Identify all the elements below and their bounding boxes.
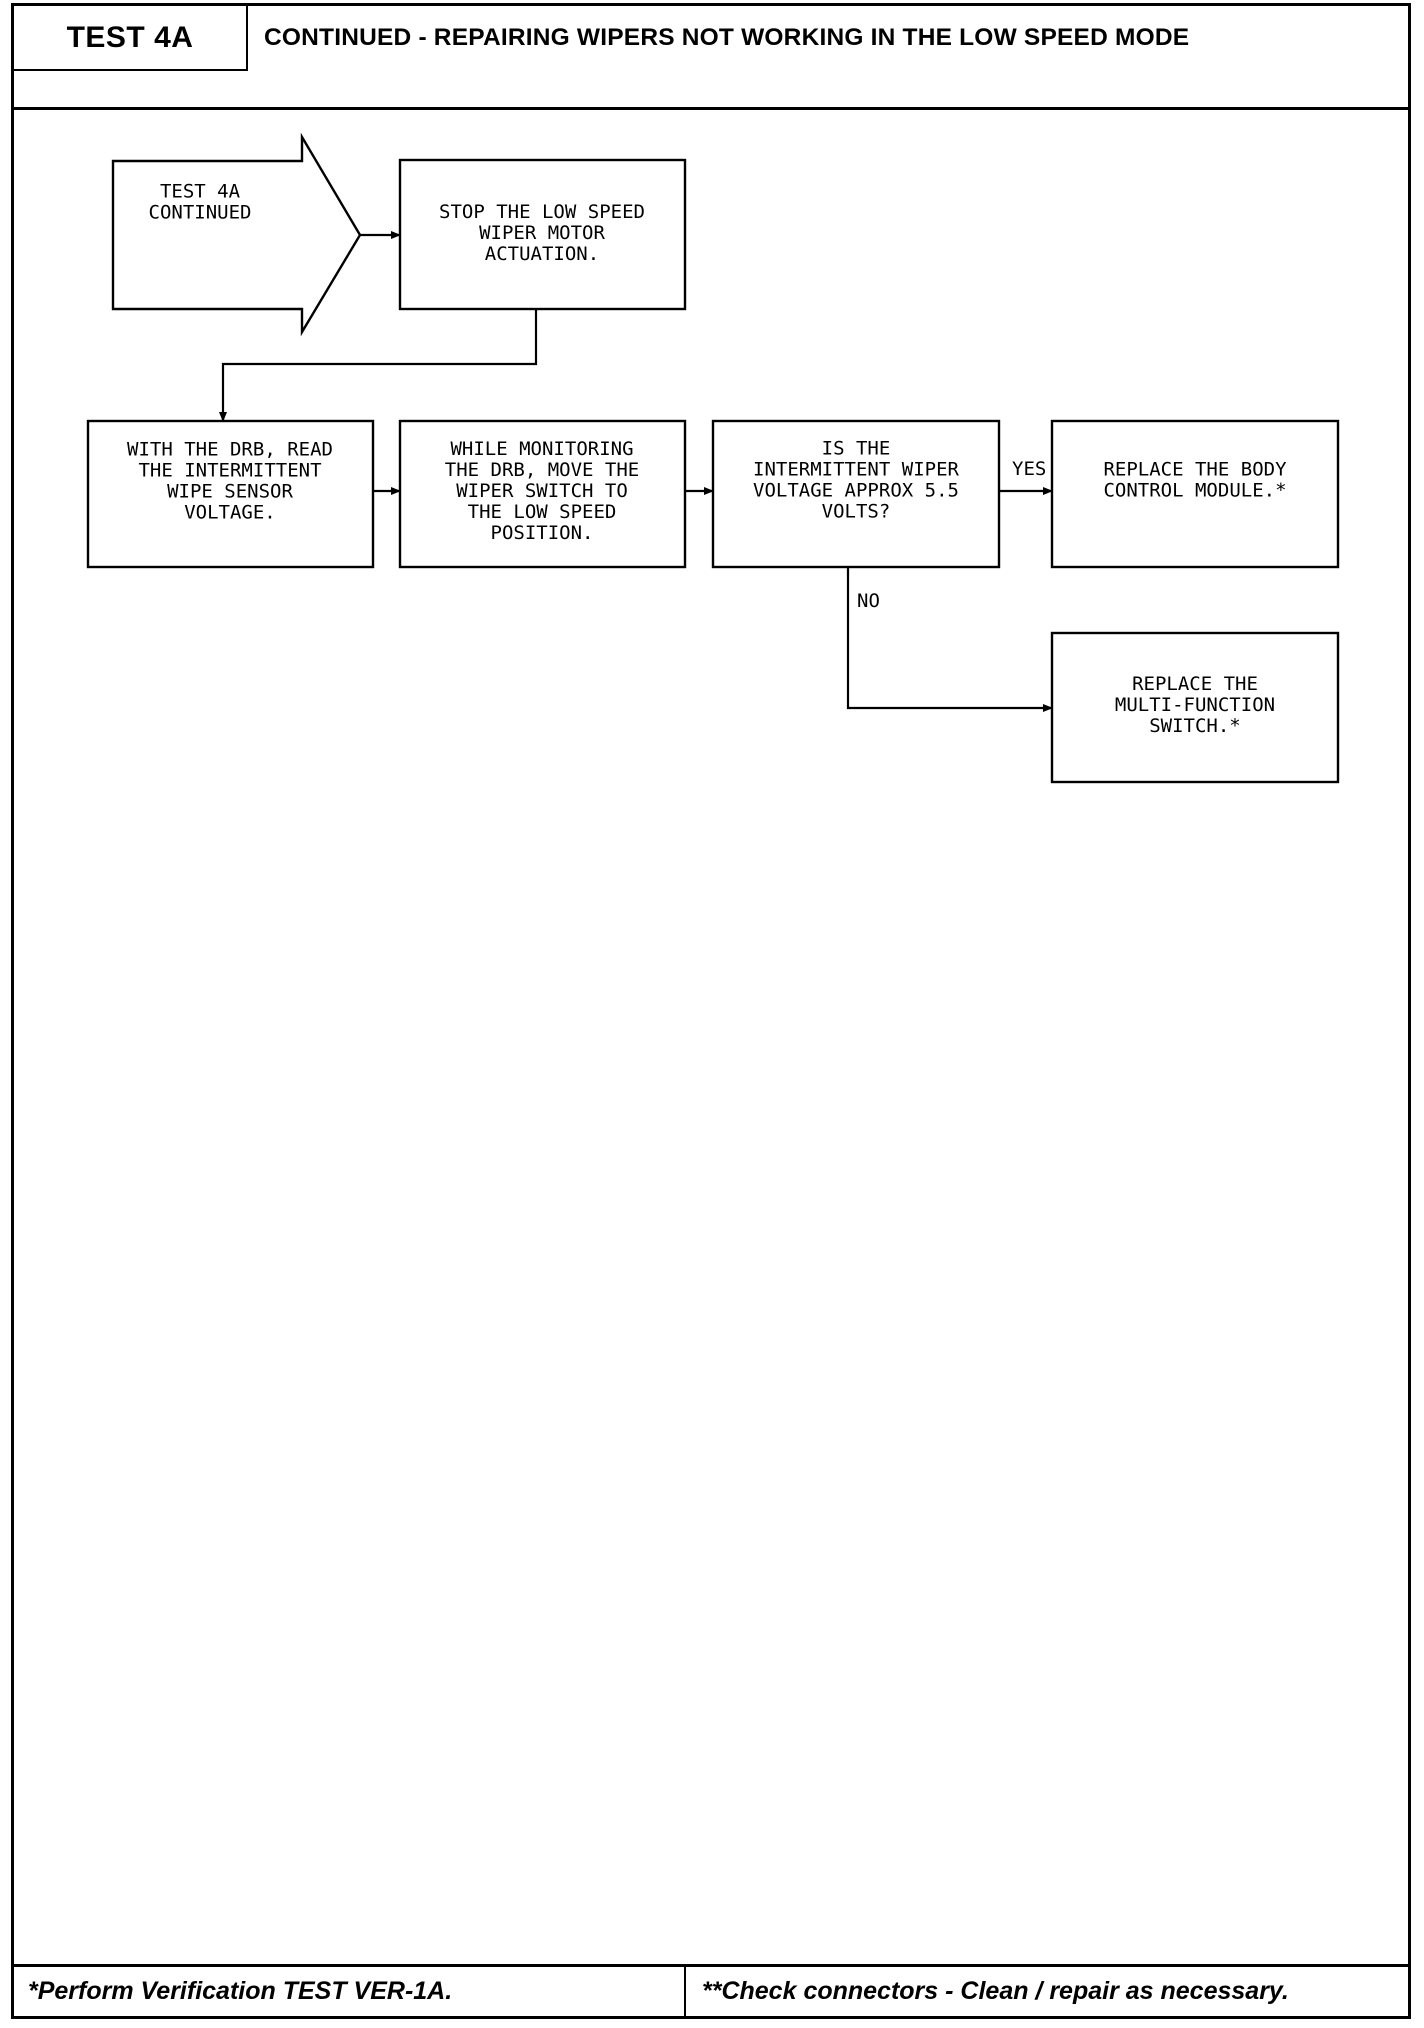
text-line: VOLTS? xyxy=(822,501,891,523)
step-read-box xyxy=(86,419,375,569)
test-label: TEST 4A xyxy=(14,6,248,71)
connector-no-to-mfs xyxy=(846,567,1053,712)
text-line: INTERMITTENT WIPER xyxy=(753,459,959,481)
text-line: SWITCH.* xyxy=(1149,715,1241,737)
text-line: REPLACE THE xyxy=(1132,673,1258,695)
branch-yes-label: YES xyxy=(1012,458,1046,480)
footer-divider xyxy=(684,1967,686,2016)
text-line: VOLTAGE APPROX 5.5 xyxy=(753,480,959,502)
text-line: MULTI-FUNCTION xyxy=(1115,694,1275,716)
text-line: CONTINUED xyxy=(149,202,252,224)
footer: *Perform Verification TEST VER-1A. **Che… xyxy=(14,1964,1408,2016)
text-line: CONTROL MODULE.* xyxy=(1103,480,1286,502)
text-line: REPLACE THE BODY xyxy=(1103,459,1287,481)
footer-verification-note: *Perform Verification TEST VER-1A. xyxy=(28,1977,453,2005)
header: TEST 4A CONTINUED - REPAIRING WIPERS NOT… xyxy=(14,6,1408,110)
text-line: IS THE xyxy=(822,438,891,460)
step-monitor-box xyxy=(398,419,687,569)
page-title: CONTINUED - REPAIRING WIPERS NOT WORKING… xyxy=(264,24,1190,51)
text-line: VOLTAGE. xyxy=(184,502,276,524)
text-line: THE DRB, MOVE THE xyxy=(445,459,639,481)
step-mfs-box xyxy=(1050,631,1340,784)
step-bcm-box xyxy=(1050,419,1340,569)
text-line: POSITION. xyxy=(491,522,594,544)
text-line: THE LOW SPEED xyxy=(468,501,617,523)
step-question-box xyxy=(711,419,1001,569)
page-frame: TEST 4A CONTINUED - REPAIRING WIPERS NOT… xyxy=(11,3,1411,2019)
footer-connectors-note: **Check connectors - Clean / repair as n… xyxy=(702,1977,1289,2005)
text-line: TEST 4A xyxy=(160,181,241,203)
text-line: WIPER MOTOR xyxy=(479,222,605,244)
text-line: WIPE SENSOR xyxy=(167,481,293,503)
text-line: THE INTERMITTENT xyxy=(138,460,321,482)
connector-stop-to-read xyxy=(219,309,538,422)
text-line: WHILE MONITORING xyxy=(450,438,633,460)
text-line: WIPER SWITCH TO xyxy=(456,480,628,502)
text-line: WITH THE DRB, READ xyxy=(127,439,333,461)
branch-no-label: NO xyxy=(857,590,880,612)
text-line: ACTUATION. xyxy=(485,243,599,265)
text-line: STOP THE LOW SPEED xyxy=(439,201,645,223)
start-arrow-shape xyxy=(111,132,362,337)
